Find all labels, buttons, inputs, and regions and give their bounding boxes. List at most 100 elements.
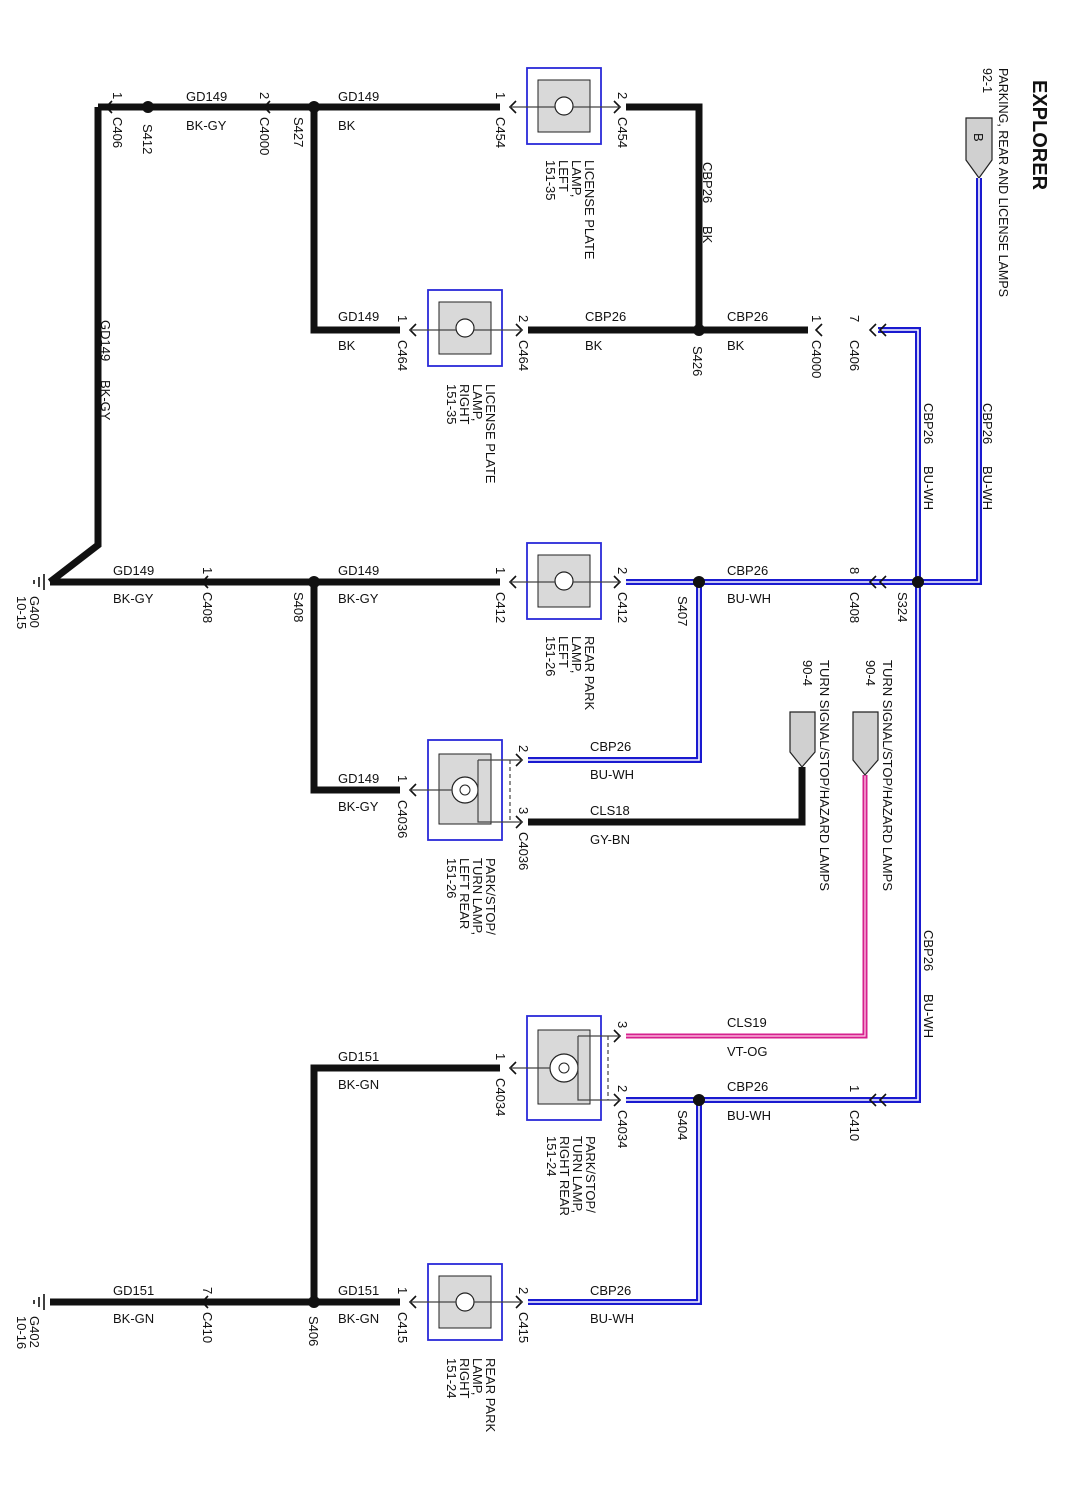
splice-label: S406	[306, 1316, 321, 1346]
wire-label: VT-OG	[727, 1044, 767, 1059]
wire-label: BK	[727, 338, 745, 353]
wire-label: GD149	[338, 309, 379, 324]
ground-g400-ref: 10-15	[14, 596, 29, 629]
splice-s404-node	[693, 1094, 705, 1106]
splice-s408-node	[308, 576, 320, 588]
connector-label: C454	[615, 117, 630, 148]
source-ref: 92-1	[980, 68, 994, 93]
connector-label: C464	[516, 340, 531, 371]
turn-source-right: TURN SIGNAL/STOP/HAZARD LAMPS 90-4	[852, 660, 895, 891]
wire-label: BK-GY	[338, 799, 379, 814]
splice-label: S324	[895, 592, 910, 622]
turn-source-right-label: TURN SIGNAL/STOP/HAZARD LAMPS	[880, 660, 895, 891]
wire-label: BK	[700, 226, 715, 244]
label-lic-left-4: 151-35	[543, 160, 558, 200]
splice-s426-node	[693, 324, 705, 336]
pin-label: 2	[257, 92, 272, 99]
connector-label: C4036	[395, 800, 410, 838]
label-park-left-4: 151-26	[543, 636, 558, 676]
wire-label: CBP26	[590, 739, 631, 754]
connector-label: C412	[615, 592, 630, 623]
wire-label: BK-GY	[186, 118, 227, 133]
wire-label: BK-GY	[113, 591, 154, 606]
connector-label: C415	[395, 1312, 410, 1343]
wire-label: GD149	[338, 89, 379, 104]
pin-label: 1	[395, 315, 410, 322]
wire-label: BU-WH	[727, 1108, 771, 1123]
turn-source-left: TURN SIGNAL/STOP/HAZARD LAMPS 90-4	[789, 660, 832, 891]
wire-label: CBP26	[590, 1283, 631, 1298]
pin-label: 1	[847, 1085, 862, 1092]
pin-label: 2	[516, 1287, 531, 1294]
label-park-left-3: LEFT	[556, 636, 571, 668]
wire-label: CBP26	[921, 403, 936, 444]
connector-label: C4034	[493, 1078, 508, 1116]
label-lic-right-3: RIGHT	[457, 384, 472, 425]
splice-label: S408	[291, 592, 306, 622]
pin-label: 8	[847, 567, 862, 574]
source-connector: B	[965, 117, 993, 180]
park-stop-turn-lamp-right-rear: PARK/STOP/ TURN LAMP, RIGHT REAR 151-24	[510, 1015, 620, 1216]
wire-label: GY-BN	[590, 832, 630, 847]
pin-label: 1	[493, 92, 508, 99]
license-plate-lamp-left: LICENSE PLATE LAMP, LEFT 151-35	[510, 67, 620, 260]
ground-g400: G400 10-15	[14, 574, 45, 629]
wire-label: GD149	[113, 563, 154, 578]
pin-label: 1	[809, 315, 824, 322]
label-pst-right-2: TURN LAMP,	[570, 1136, 585, 1213]
wire-label: BK-GN	[338, 1311, 379, 1326]
splice-label: S407	[675, 596, 690, 626]
wire-label: GD151	[338, 1049, 379, 1064]
wire-label: CLS18	[590, 803, 630, 818]
license-plate-lamp-right: LICENSE PLATE LAMP, RIGHT 151-35	[410, 289, 522, 484]
splice-label: S404	[675, 1110, 690, 1140]
connector-label: C415	[516, 1312, 531, 1343]
pin-label: 3	[615, 1021, 630, 1028]
label-lic-right-4: 151-35	[444, 384, 459, 424]
pin-label: 1	[493, 567, 508, 574]
wire-label: BK	[338, 118, 356, 133]
label-pst-left-1: PARK/STOP/	[483, 858, 498, 935]
pin-label: 1	[395, 775, 410, 782]
pin-label: 2	[516, 315, 531, 322]
wire-label: GD149	[338, 563, 379, 578]
label-park-left-2: LAMP,	[569, 636, 584, 673]
connector-label: C464	[395, 340, 410, 371]
connector-chevrons	[104, 100, 887, 1309]
label-park-right-1: REAR PARK	[483, 1358, 498, 1432]
pin-label: 2	[615, 92, 630, 99]
wire-label: CLS19	[727, 1015, 767, 1030]
park-stop-turn-lamp-left-rear: PARK/STOP/ TURN LAMP, LEFT REAR 151-26	[410, 739, 522, 935]
label-pst-right-3: RIGHT REAR	[557, 1136, 572, 1216]
splice-label: S412	[140, 124, 155, 154]
label-park-left-1: REAR PARK	[582, 636, 597, 710]
label-pst-right-4: 151-24	[544, 1136, 559, 1176]
wire-label: BK-GN	[338, 1077, 379, 1092]
wire-label: CBP26	[727, 1079, 768, 1094]
wire-label: BK	[338, 338, 356, 353]
splice-s324-node	[912, 576, 924, 588]
label-lic-left-2: LAMP,	[569, 160, 584, 197]
connector-label: C410	[847, 1110, 862, 1141]
label-pst-right-1: PARK/STOP/	[583, 1136, 598, 1213]
pin-label: 3	[516, 807, 531, 814]
connector-label: C4034	[615, 1110, 630, 1148]
splice-s412-node	[142, 101, 154, 113]
turn-source-left-label: TURN SIGNAL/STOP/HAZARD LAMPS	[817, 660, 832, 891]
wire-label: BK	[585, 338, 603, 353]
connector-label: C412	[493, 592, 508, 623]
diagram-title: EXPLORER	[1028, 80, 1050, 191]
label-park-right-4: 151-24	[444, 1358, 459, 1398]
wire-cls19-vt-og	[626, 775, 868, 1039]
wire-label: BU-WH	[921, 466, 936, 510]
connector-label: C4036	[516, 832, 531, 870]
connector-label: C410	[200, 1312, 215, 1343]
rear-park-lamp-right: REAR PARK LAMP, RIGHT 151-24	[410, 1263, 522, 1432]
splice-label: S427	[291, 117, 306, 147]
wire-label: GD149	[186, 89, 227, 104]
pin-label: 1	[493, 1053, 508, 1060]
label-lic-left-1: LICENSE PLATE	[582, 160, 597, 260]
wire-label: BU-WH	[921, 994, 936, 1038]
pin-label: 2	[516, 745, 531, 752]
